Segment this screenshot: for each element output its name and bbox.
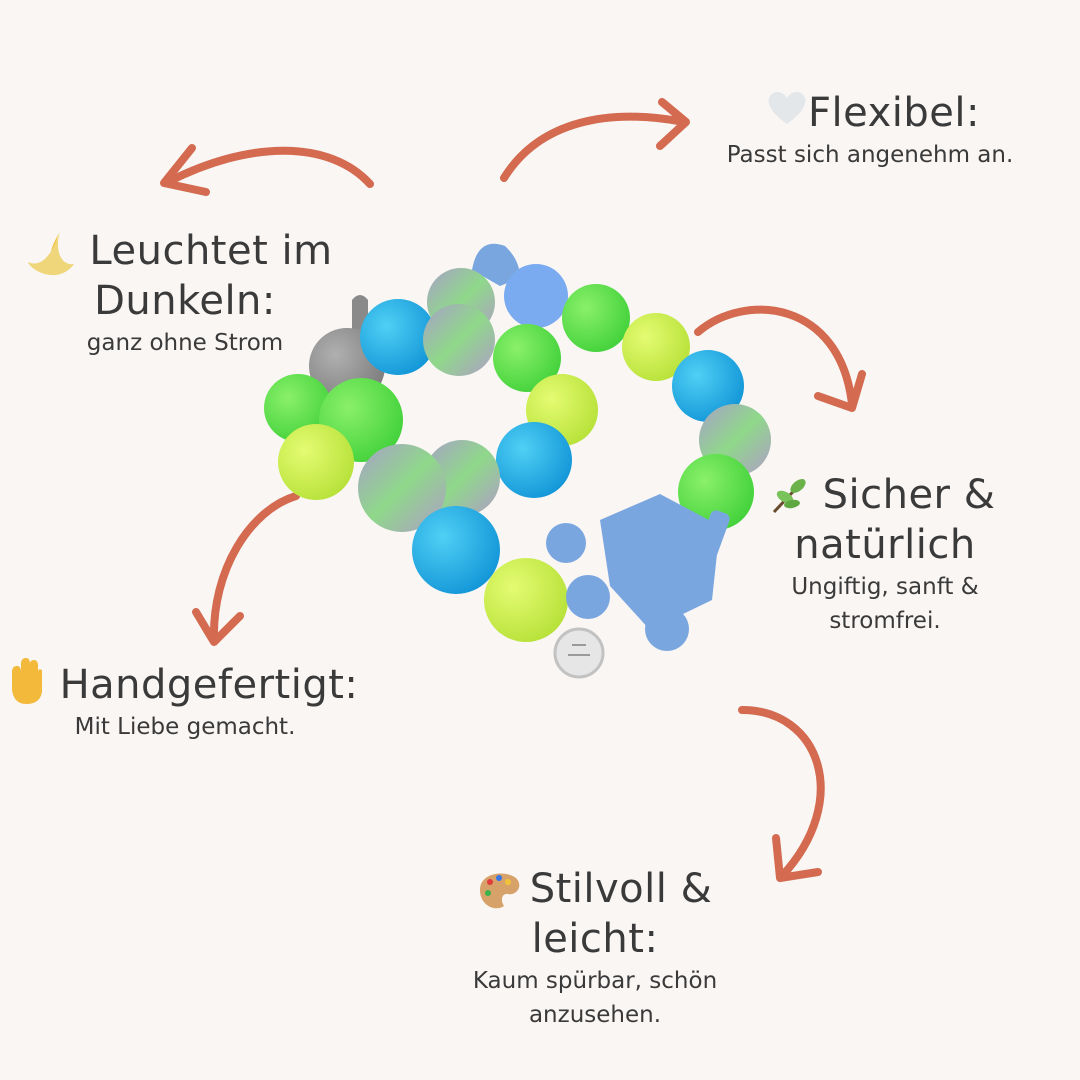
- stilvoll-subtitle-line1: Kaum spürbar, schön: [472, 968, 718, 994]
- sicher-title-line2: natürlich: [794, 522, 976, 568]
- feature-stilvoll: Stilvoll & leicht: Kaum spürbar, schön a…: [420, 864, 770, 1032]
- arrow-to-handgefertigt: [192, 492, 300, 646]
- sicher-subtitle-line1: Ungiftig, sanft &: [791, 574, 979, 600]
- handgefertigt-subtitle: Mit Liebe gemacht.: [74, 714, 296, 740]
- feature-leuchtet: Leuchtet im Dunkeln: ganz ohne Strom: [10, 226, 360, 360]
- flexibel-title: Flexibel:: [808, 90, 980, 136]
- flexibel-subtitle: Passt sich angenehm an.: [726, 142, 1014, 168]
- arrow-to-sicher: [694, 305, 866, 412]
- feature-handgefertigt: Handgefertigt: Mit Liebe gemacht.: [0, 660, 370, 744]
- arrow-to-leuchtet: [160, 144, 374, 196]
- feature-sicher: Sicher & natürlich Ungiftig, sanft & str…: [740, 470, 1030, 638]
- feature-flexibel: Flexibel: Passt sich angenehm an.: [690, 88, 1050, 172]
- stilvoll-subtitle-line2: anzusehen.: [528, 1002, 662, 1028]
- white-heart-icon: [768, 92, 806, 124]
- crescent-moon-icon: [28, 232, 74, 276]
- leuchtet-subtitle: ganz ohne Strom: [86, 330, 284, 356]
- arrow-to-stilvoll: [738, 706, 825, 882]
- artist-palette-icon: [480, 873, 520, 909]
- bracelet-image: [264, 243, 771, 679]
- herb-icon: [772, 478, 806, 514]
- sicher-title-line1: Sicher &: [822, 472, 996, 518]
- handgefertigt-title: Handgefertigt:: [59, 662, 359, 708]
- arrow-to-flexibel: [500, 98, 690, 182]
- raised-hand-icon: [12, 658, 42, 704]
- leuchtet-title-line1: Leuchtet im: [89, 228, 333, 274]
- stilvoll-title-line1: Stilvoll &: [529, 866, 713, 912]
- sicher-subtitle-line2: stromfrei.: [829, 608, 941, 634]
- stilvoll-title-line2: leicht:: [531, 916, 659, 962]
- leuchtet-title-line2: Dunkeln:: [94, 278, 276, 324]
